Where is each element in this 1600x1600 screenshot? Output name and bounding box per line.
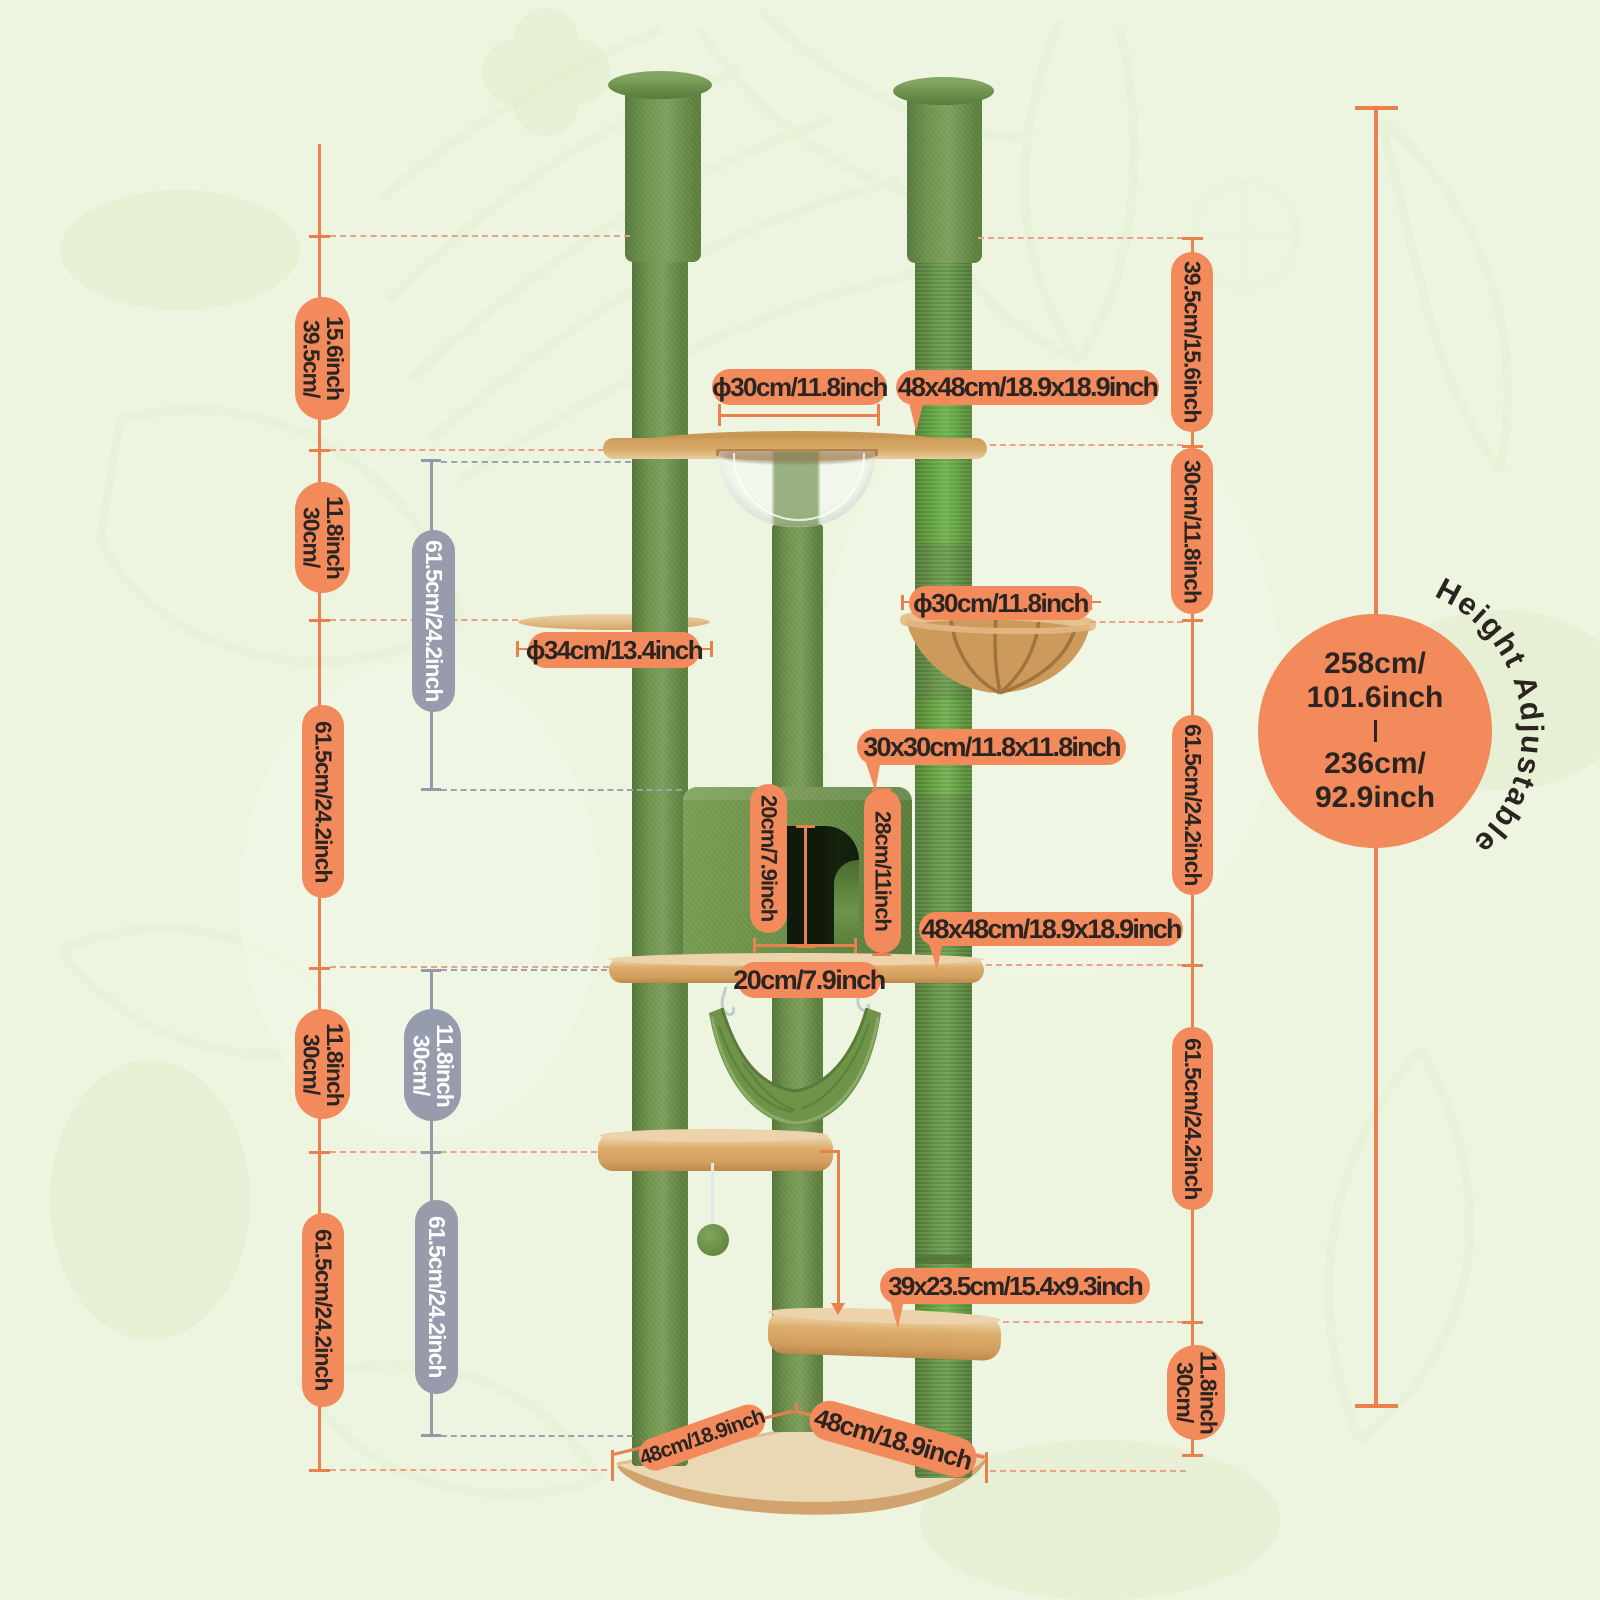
svg-text:Height Adjustable: Height Adjustable <box>1430 571 1550 862</box>
